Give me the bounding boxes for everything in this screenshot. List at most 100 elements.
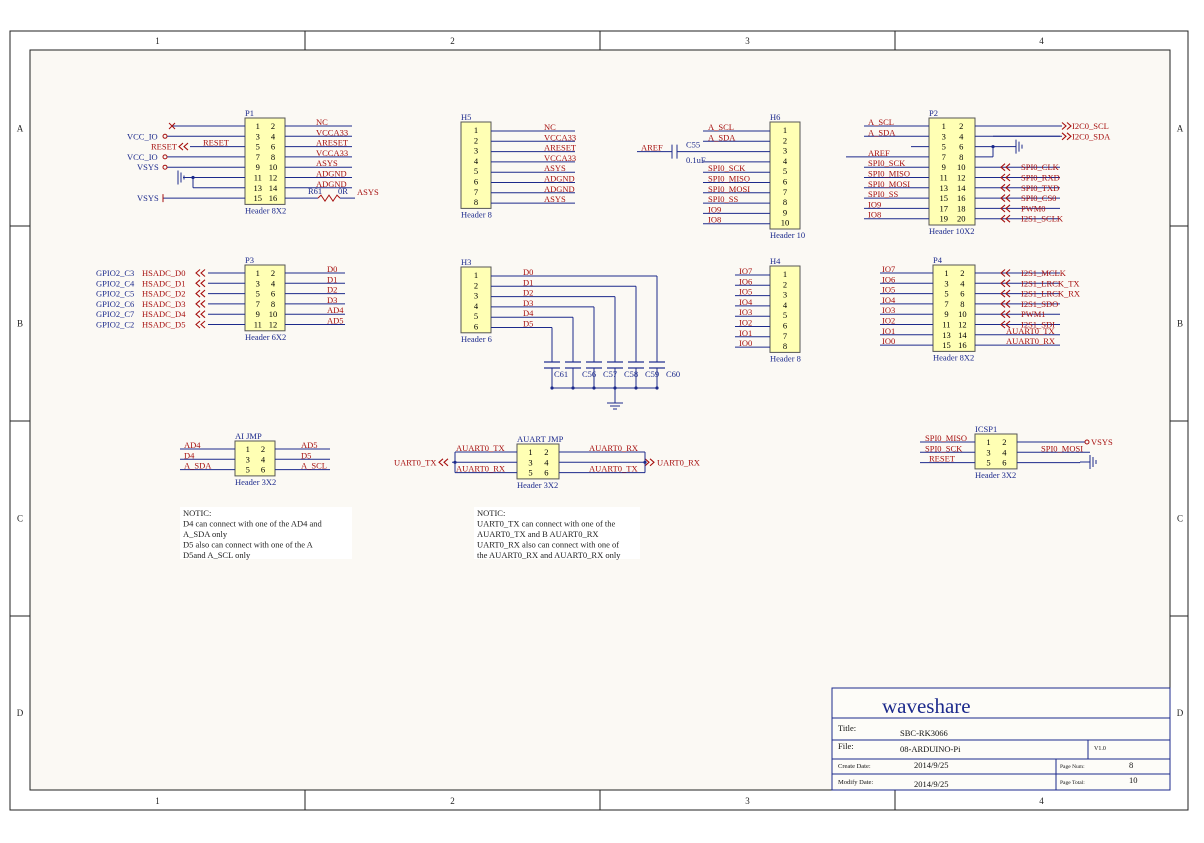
net-label: IO8 bbox=[708, 215, 721, 225]
pin-number: 3 bbox=[528, 457, 532, 467]
net-label: I2S1_SDI bbox=[1021, 320, 1055, 330]
cap-ref: C59 bbox=[645, 369, 659, 379]
pin-number: 5 bbox=[474, 311, 478, 321]
chevron-icon bbox=[195, 289, 201, 298]
pin-number: 13 bbox=[942, 330, 951, 340]
net-label: SPI0_CS0 bbox=[1021, 193, 1056, 203]
net-label: D1 bbox=[523, 277, 533, 287]
tb-title: SBC-RK3066 bbox=[900, 728, 948, 738]
pin-number: 1 bbox=[256, 121, 260, 131]
pin-number: 2 bbox=[474, 135, 478, 145]
cap-ref: C61 bbox=[554, 369, 568, 379]
port-arrow bbox=[1000, 299, 1011, 308]
pin-number: 8 bbox=[271, 152, 275, 162]
junction-dot bbox=[191, 175, 195, 180]
net-label: AUART0_TX bbox=[456, 443, 505, 453]
net-label: I2C0_SCL bbox=[1072, 121, 1109, 131]
chevron-icon bbox=[1005, 204, 1011, 213]
net-label: RESET bbox=[929, 454, 956, 464]
pin-number: 7 bbox=[783, 187, 787, 197]
pin-number: 18 bbox=[957, 203, 966, 213]
net-label: AUART0_RX bbox=[589, 443, 638, 453]
tb-label: Create Date: bbox=[838, 763, 871, 770]
net-label: AD5 bbox=[301, 440, 318, 450]
chevron-icon bbox=[1000, 214, 1006, 223]
chevron-icon bbox=[195, 299, 201, 308]
net-label: D2 bbox=[523, 288, 533, 298]
chevron-icon bbox=[1061, 122, 1067, 130]
pin-number: 5 bbox=[528, 468, 532, 478]
net-label: IO5 bbox=[882, 285, 895, 295]
net-label: I2C0_SDA bbox=[1072, 131, 1111, 141]
net-label: ADGND bbox=[316, 169, 347, 179]
net-label: HSADC_D0 bbox=[142, 268, 185, 278]
zone-column-label: 3 bbox=[745, 796, 750, 806]
pin-number: 15 bbox=[254, 193, 263, 203]
pin-number: 5 bbox=[474, 166, 478, 176]
net-label: PWM1 bbox=[1021, 309, 1046, 319]
chevron-icon bbox=[195, 279, 201, 288]
pin-number: 20 bbox=[957, 214, 966, 224]
connector-body bbox=[769, 265, 801, 353]
power-port-icon bbox=[162, 154, 168, 160]
port-arrow bbox=[1000, 310, 1011, 319]
footprint-label: Header 8 bbox=[461, 209, 492, 219]
chevron-icon bbox=[195, 320, 201, 329]
chevron-icon bbox=[200, 299, 206, 308]
net-label: SPI0_MISO bbox=[708, 174, 750, 184]
net-label: I2S1_MCLK bbox=[1021, 268, 1067, 278]
note-text: UART0_RX also can connect with one of bbox=[477, 540, 619, 550]
pin-number: 1 bbox=[256, 268, 260, 278]
zone-column-label: 4 bbox=[1039, 796, 1044, 806]
net-label: NC bbox=[544, 122, 556, 132]
pin-number: 1 bbox=[986, 437, 990, 447]
net-label: ASYS bbox=[544, 194, 566, 204]
pin-number: 3 bbox=[474, 291, 478, 301]
pin-number: 3 bbox=[474, 146, 478, 156]
inner-border bbox=[29, 49, 1171, 791]
pin-number: 11 bbox=[940, 173, 948, 183]
cap-ref: C55 bbox=[686, 140, 700, 150]
pin-number: 5 bbox=[944, 289, 948, 299]
pin-number: 10 bbox=[781, 218, 790, 228]
cap-ref: C58 bbox=[624, 369, 638, 379]
connector-body bbox=[516, 443, 560, 480]
pin-number: 2 bbox=[474, 280, 478, 290]
pin-number: 14 bbox=[958, 330, 967, 340]
net-label: AUART0_RX bbox=[1006, 336, 1055, 346]
notes: NOTIC:D4 can connect with one of the AD4… bbox=[180, 507, 640, 560]
pin-number: 6 bbox=[271, 142, 275, 152]
port-arrow bbox=[195, 279, 206, 288]
pin-number: 1 bbox=[944, 268, 948, 278]
pin-number: 7 bbox=[474, 187, 478, 197]
pin-number: 6 bbox=[959, 142, 963, 152]
pin-number: 6 bbox=[783, 177, 787, 187]
pin-number: 5 bbox=[246, 465, 250, 475]
ref-designator: H6 bbox=[770, 112, 780, 122]
chevron-icon bbox=[1000, 204, 1006, 213]
chevron-icon bbox=[1066, 122, 1072, 130]
pin-number: 11 bbox=[254, 320, 262, 330]
power-port-icon bbox=[1084, 439, 1090, 445]
zone-column-label: 3 bbox=[745, 36, 750, 46]
zone-column-label: 4 bbox=[1039, 36, 1044, 46]
pin-number: 4 bbox=[271, 278, 276, 288]
port-arrow bbox=[1061, 122, 1072, 130]
port-arrow bbox=[195, 299, 206, 308]
zone-row-label: D bbox=[17, 708, 24, 718]
pin-number: 15 bbox=[942, 340, 951, 350]
net-label: HSADC_D3 bbox=[142, 299, 185, 309]
net-label: SPI0_MISO bbox=[925, 433, 967, 443]
pin-number: 3 bbox=[256, 278, 260, 288]
net-label: IO7 bbox=[739, 266, 752, 276]
reset-port bbox=[178, 142, 189, 151]
net-label: GPIO2_C3 bbox=[96, 268, 134, 278]
pin-number: 8 bbox=[474, 197, 478, 207]
net-label: SPI0_SS bbox=[708, 194, 739, 204]
net-label: SPI0_MOSI bbox=[868, 179, 910, 189]
resistor-icon bbox=[317, 194, 341, 203]
